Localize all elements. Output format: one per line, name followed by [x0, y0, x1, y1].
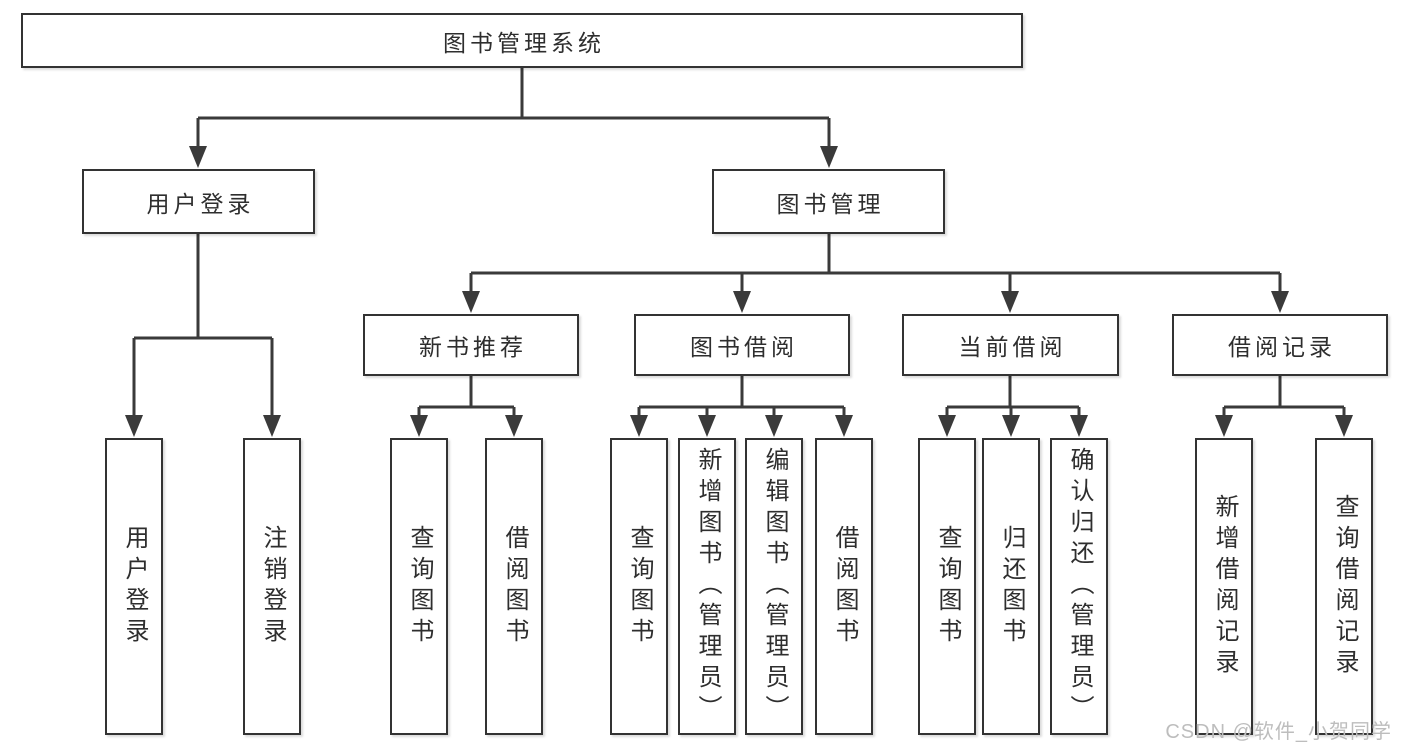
leaf-borrow-books-recommend: 借阅图书	[485, 438, 543, 735]
arrow-icon	[765, 415, 783, 437]
arrow-icon	[410, 415, 428, 437]
arrow-icon	[630, 415, 648, 437]
arrow-icon	[263, 415, 281, 437]
leaf-query-books-current: 查询图书	[918, 438, 976, 735]
arrow-icon	[462, 291, 480, 313]
leaf-query-borrow-record: 查询借阅记录	[1315, 438, 1373, 735]
arrow-icon	[1002, 415, 1020, 437]
connector-currentborrow-to-leaves	[945, 376, 1081, 417]
arrow-icon	[505, 415, 523, 437]
leaf-add-books-admin: 新增图书（管理员）	[678, 438, 736, 735]
connector-records-to-leaves	[1222, 376, 1346, 417]
arrow-icon	[938, 415, 956, 437]
leaf-add-borrow-record: 新增借阅记录	[1195, 438, 1253, 735]
connector-userlogin-to-leaves	[132, 234, 274, 417]
level3-borrow-records-node: 借阅记录	[1172, 314, 1388, 376]
level3-book-borrow-node: 图书借阅	[634, 314, 850, 376]
level2-user-login-node: 用户登录	[82, 169, 315, 234]
leaf-return-books: 归还图书	[982, 438, 1040, 735]
arrow-icon	[835, 415, 853, 437]
leaf-user-login: 用户登录	[105, 438, 163, 735]
arrow-icon	[189, 146, 207, 168]
arrow-icon	[1001, 291, 1019, 313]
leaf-logout: 注销登录	[243, 438, 301, 735]
level3-new-book-recommend-node: 新书推荐	[363, 314, 579, 376]
leaf-query-books-borrow: 查询图书	[610, 438, 668, 735]
level2-book-management-node: 图书管理	[712, 169, 945, 234]
arrow-icon	[125, 415, 143, 437]
leaf-confirm-return-admin: 确认归还（管理员）	[1050, 438, 1108, 735]
arrow-icon	[1070, 415, 1088, 437]
level3-current-borrow-node: 当前借阅	[902, 314, 1119, 376]
arrow-icon	[820, 146, 838, 168]
arrow-icon	[698, 415, 716, 437]
connector-newbook-to-leaves	[417, 376, 516, 417]
leaf-query-books-recommend: 查询图书	[390, 438, 448, 735]
arrow-icon	[1335, 415, 1353, 437]
connector-bookmgmt-to-level3	[469, 234, 1282, 293]
leaf-borrow-books: 借阅图书	[815, 438, 873, 735]
connector-bookborrow-to-leaves	[637, 376, 846, 417]
arrow-icon	[733, 291, 751, 313]
arrow-icon	[1271, 291, 1289, 313]
connector-root-to-level2	[196, 68, 831, 148]
arrow-icon	[1215, 415, 1233, 437]
root-node-library-system: 图书管理系统	[21, 13, 1023, 68]
leaf-edit-books-admin: 编辑图书（管理员）	[745, 438, 803, 735]
csdn-watermark: CSDN @软件_小贺同学	[1165, 721, 1392, 743]
